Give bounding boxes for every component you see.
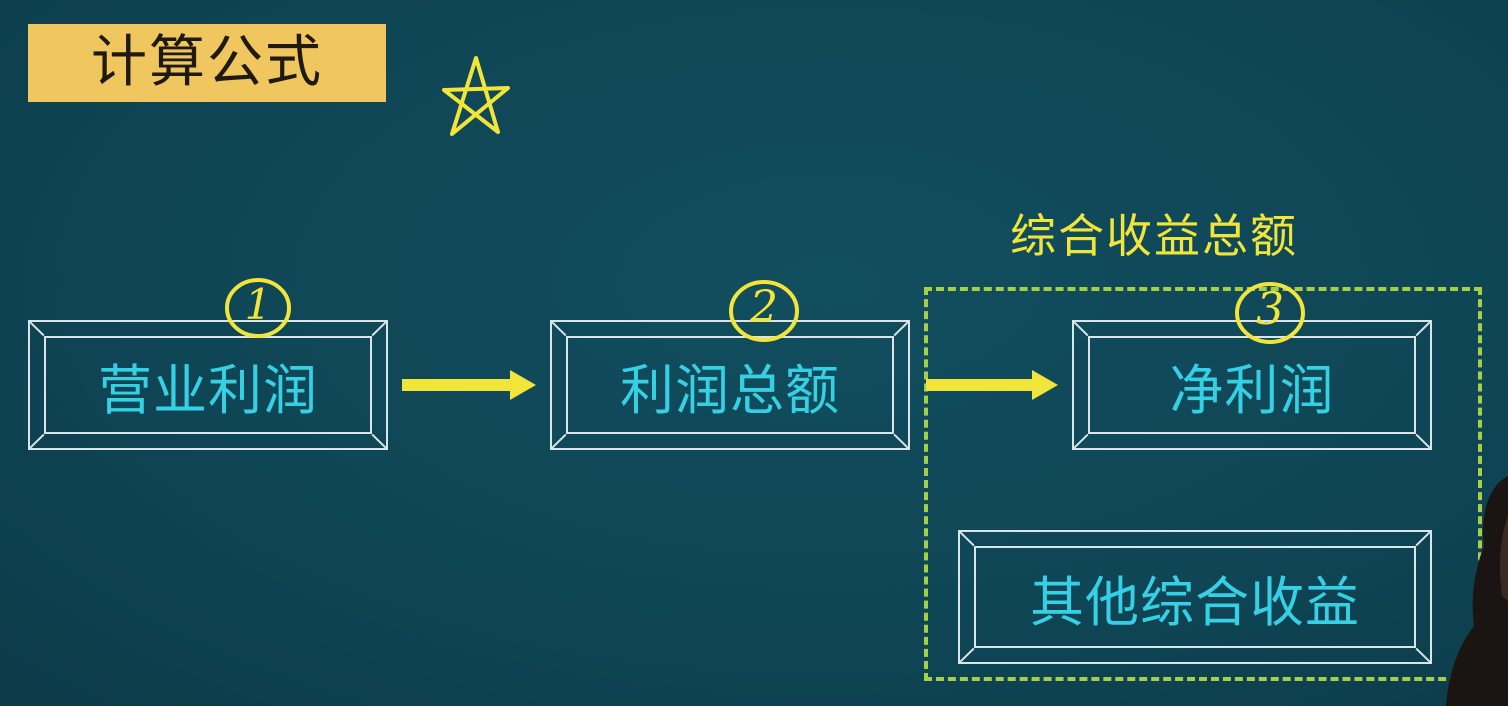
step-number-3: 3 [1232,280,1308,346]
presenter-silhouette [1446,476,1508,706]
step-number-2: 2 [726,278,802,344]
total-profit-box: 利润总额 [550,320,910,450]
operating-profit-label: 营业利润 [98,358,318,422]
hand-drawn-star-icon [442,56,510,136]
other-comprehensive-income-box: 其他综合收益 [958,530,1432,664]
page-title: 计算公式 [28,24,386,102]
net-profit-box: 净利润 [1072,320,1432,450]
group-title: 综合收益总额 [1010,209,1298,263]
arrow-right-icon [926,370,1058,400]
comprehensive-income-group [924,287,1482,681]
operating-profit-box: 营业利润 [28,320,388,450]
other-comprehensive-income-label: 其他综合收益 [1030,570,1360,634]
net-profit-label: 净利润 [1169,358,1335,422]
step-number-1: 1 [222,276,294,340]
arrow-right-icon [402,370,536,400]
total-profit-label: 利润总额 [620,358,840,422]
